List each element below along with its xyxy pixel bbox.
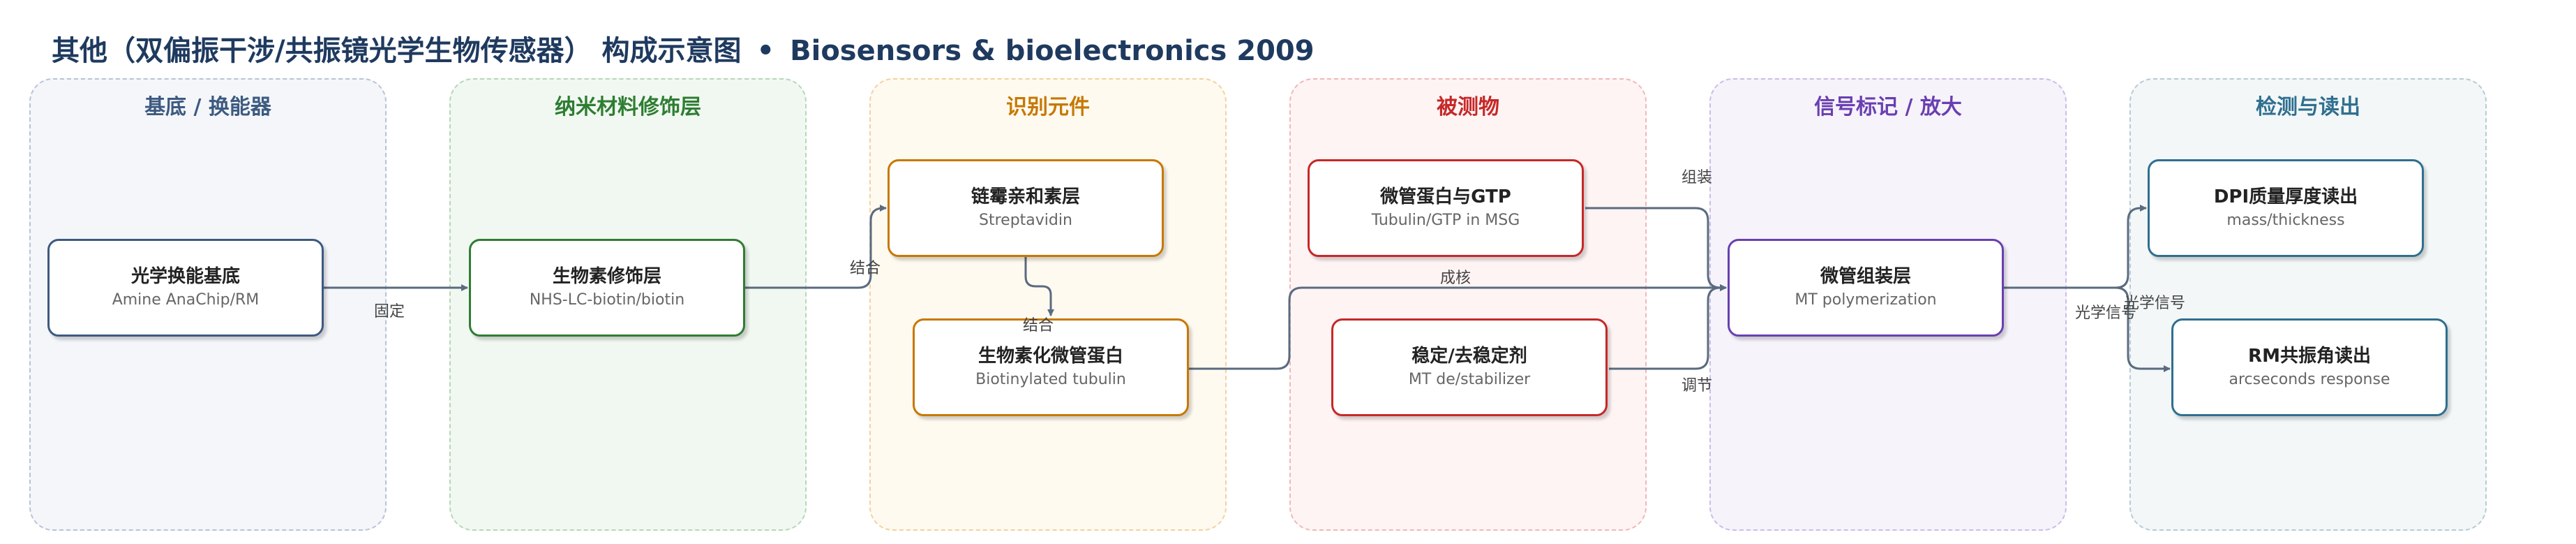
node-sub-label: Streptavidin	[979, 212, 1072, 229]
node-biotinylated-tubulin: 生物素化微管蛋白 Biotinylated tubulin	[913, 318, 1189, 416]
node-main-label: 光学换能基底	[130, 266, 240, 287]
node-sub-label: NHS-LC-biotin/biotin	[529, 291, 685, 309]
edge-label-bind-1: 结合	[850, 260, 881, 277]
node-mt-layer: 微管组装层 MT polymerization	[1728, 239, 2004, 337]
lane-title-nanomaterial: 纳米材料修饰层	[555, 95, 701, 119]
edge-mtlayer-dpi	[2002, 205, 2147, 289]
lane-recognition	[869, 78, 1227, 531]
edge-label-optical-2: 光学信号	[2124, 295, 2186, 312]
node-tubulin-gtp: 微管蛋白与GTP Tubulin/GTP in MSG	[1308, 159, 1584, 257]
lane-analyte	[1289, 78, 1647, 531]
node-rm-readout: RM共振角读出 arcseconds response	[2171, 318, 2448, 416]
node-main-label: RM共振角读出	[2248, 346, 2371, 367]
node-streptavidin: 链霉亲和素层 Streptavidin	[888, 159, 1164, 257]
node-main-label: DPI质量厚度读出	[2213, 186, 2358, 207]
node-main-label: 生物素化微管蛋白	[978, 346, 1123, 367]
title-cn: 其他（双偏振干涉/共振镜光学生物传感器） 构成示意图	[52, 35, 742, 67]
page-title: 其他（双偏振干涉/共振镜光学生物传感器） 构成示意图 • Biosensors & …	[52, 28, 1315, 68]
node-main-label: 微管组装层	[1820, 266, 1911, 287]
node-sub-label: mass/thickness	[2226, 212, 2345, 229]
lane-title-analyte: 被测物	[1437, 95, 1499, 119]
node-sub-label: Tubulin/GTP in MSG	[1371, 212, 1520, 229]
node-sub-label: MT polymerization	[1795, 291, 1937, 309]
lane-title-signal-amplify: 信号标记 / 放大	[1814, 95, 1962, 119]
node-sub-label: Amine AnaChip/RM	[112, 291, 260, 309]
node-biotin-layer: 生物素修饰层 NHS-LC-biotin/biotin	[469, 239, 745, 337]
lane-title-recognition: 识别元件	[1006, 95, 1090, 119]
title-separator: •	[756, 35, 775, 67]
edge-label-nucleation: 成核	[1440, 270, 1472, 287]
edge-label-fix: 固定	[374, 303, 405, 321]
node-main-label: 稳定/去稳定剂	[1411, 346, 1527, 367]
edge-mtlayer-rm	[2002, 286, 2171, 372]
node-dpi-readout: DPI质量厚度读出 mass/thickness	[2148, 159, 2424, 257]
edge-streptavidin-btubulin	[1024, 257, 1054, 316]
edge-label-regulate: 调节	[1682, 377, 1713, 395]
node-optical-substrate: 光学换能基底 Amine AnaChip/RM	[47, 239, 324, 337]
edge-biotin-streptavidin	[745, 205, 887, 289]
lane-title-readout: 检测与读出	[2256, 95, 2360, 119]
node-sub-label: Biotinylated tubulin	[975, 371, 1126, 388]
node-stabilizer: 稳定/去稳定剂 MT de/stabilizer	[1331, 318, 1608, 416]
node-sub-label: MT de/stabilizer	[1408, 371, 1531, 388]
title-en: Biosensors & bioelectronics 2009	[790, 35, 1315, 67]
node-sub-label: arcseconds response	[2229, 371, 2390, 388]
node-main-label: 生物素修饰层	[552, 266, 661, 287]
lane-readout	[2129, 78, 2487, 531]
edge-tubulin-mtlayer	[1585, 207, 1727, 291]
edge-btubulin-mtlayer	[1189, 284, 1727, 370]
edge-label-assemble: 组装	[1682, 169, 1713, 186]
lane-title-substrate: 基底 / 换能器	[144, 95, 271, 119]
edge-stabilizer-mtlayer	[1609, 284, 1727, 370]
node-main-label: 链霉亲和素层	[971, 186, 1080, 207]
edge-label-bind-2: 结合	[1023, 317, 1054, 335]
node-main-label: 微管蛋白与GTP	[1380, 186, 1511, 207]
edge-label-optical-1: 光学信号	[2075, 304, 2137, 322]
